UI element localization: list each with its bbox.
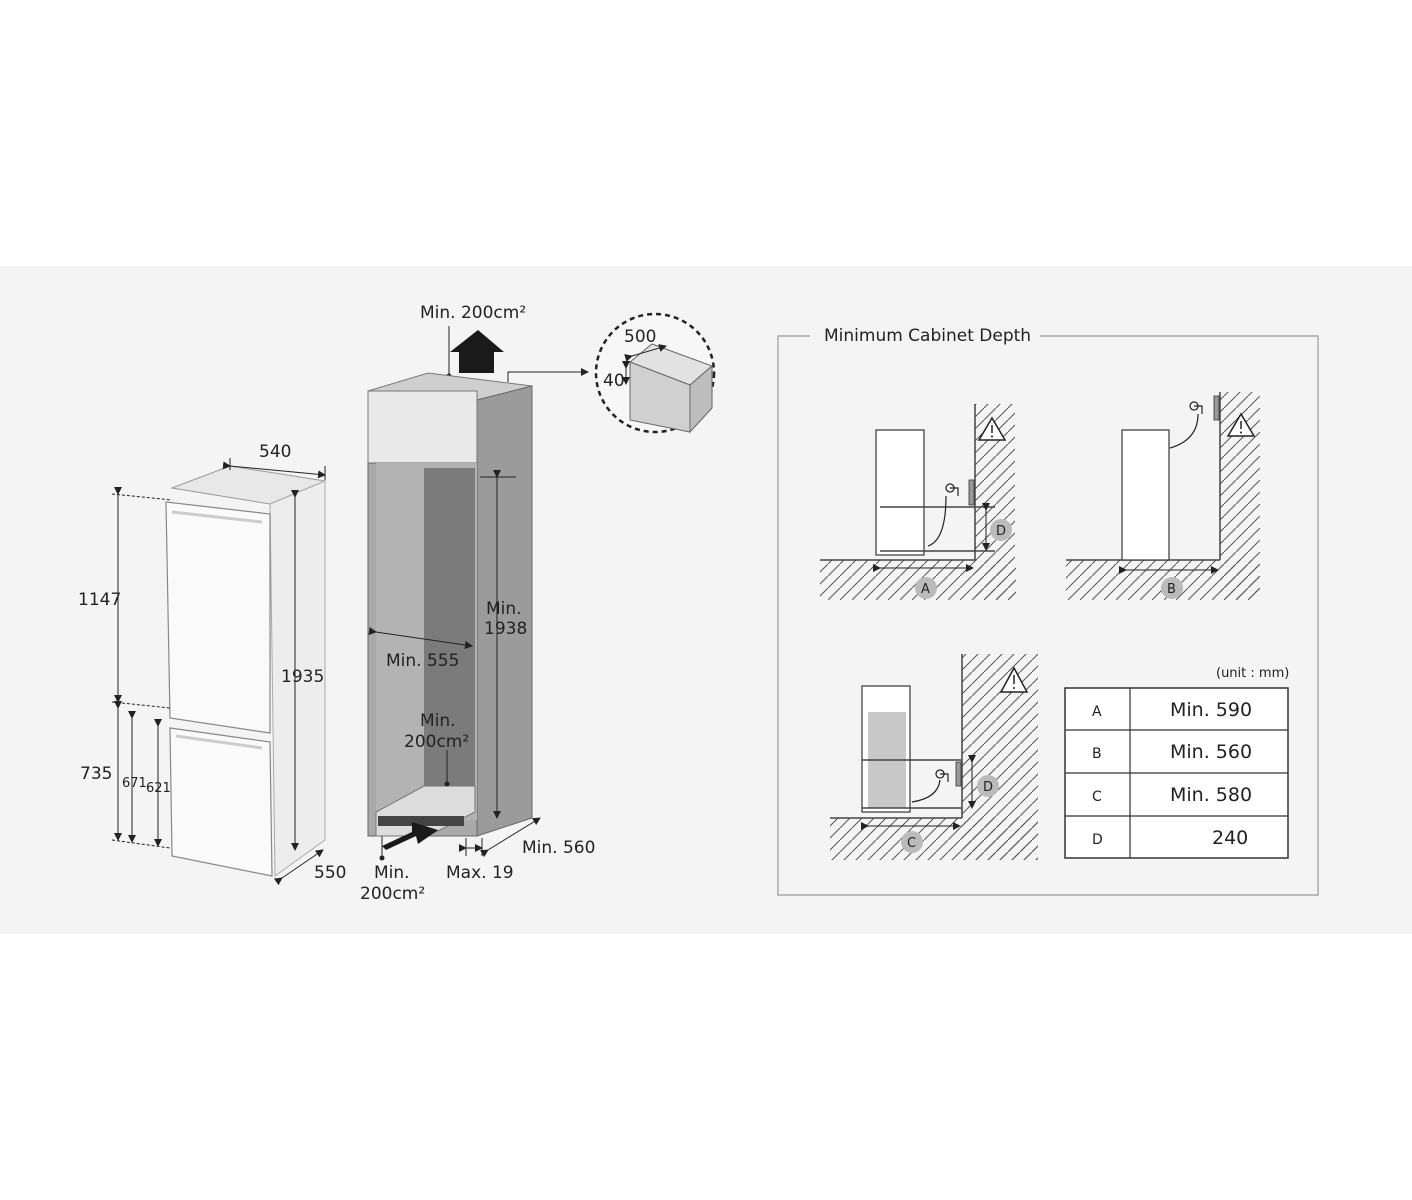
fridge-depth-label: 550: [314, 863, 346, 883]
table-value-b: Min. 560: [1170, 741, 1252, 763]
table-value-d: 240: [1212, 827, 1248, 849]
letter-a-scene: A: [921, 582, 930, 597]
table-key-c: C: [1092, 789, 1102, 805]
panel-title: Minimum Cabinet Depth: [824, 326, 1031, 346]
vent-intake-arrow: [382, 822, 438, 850]
vent-up-arrow: [450, 330, 504, 373]
table-key-a: A: [1092, 704, 1102, 720]
cabinet-back-wall: [424, 468, 475, 786]
detail-500-label: 500: [624, 327, 656, 347]
vent-bottom-label-1: Min.: [374, 863, 410, 883]
upper-height-label: 1147: [78, 590, 121, 610]
scenario-b: B: [1066, 392, 1260, 600]
minimum-depth-panel: Minimum Cabinet Depth A D: [777, 326, 1319, 896]
letter-b-scene: B: [1167, 582, 1176, 597]
fridge-illustration: 540 1935 550 1147 735 671 621: [78, 442, 346, 886]
depth-table: (unit : mm) A Min. 590 B Min. 560 C Min.…: [1064, 666, 1289, 859]
cabinet-illustration: Min. 200cm² Min. 555 Min. 1938 Min. 200c…: [360, 303, 716, 904]
cabinet-width-label: Min. 555: [386, 651, 459, 671]
letter-c-scene: C: [907, 836, 916, 851]
table-value-a: Min. 590: [1170, 699, 1252, 721]
dim-671-label: 671: [122, 776, 147, 791]
top-gap-detail: 500 40: [594, 312, 716, 434]
table-key-d: D: [1092, 832, 1103, 848]
letter-d-scene-a: D: [996, 524, 1006, 539]
vent-mid-label-1: Min.: [420, 711, 456, 731]
detail-40-label: 40: [603, 371, 625, 391]
lower-height-label: 735: [80, 764, 112, 784]
cabinet-height-label: 1938: [484, 619, 527, 639]
cabinet-height-min-label: Min.: [486, 599, 522, 619]
unit-label: (unit : mm): [1216, 666, 1289, 681]
vent-top-label: Min. 200cm²: [420, 303, 526, 323]
fridge-width-label: 540: [259, 442, 291, 462]
max-19-label: Max. 19: [446, 863, 514, 883]
dim-621-label: 621: [146, 781, 171, 796]
fridge-upper-door: [165, 501, 271, 734]
table-value-c: Min. 580: [1170, 784, 1252, 806]
scenario-a: A D: [820, 404, 1016, 600]
vent-mid-label-2: 200cm²: [404, 732, 469, 752]
table-key-b: B: [1092, 746, 1102, 762]
scenario-c: C D: [830, 654, 1038, 860]
vent-bottom-label-2: 200cm²: [360, 884, 425, 904]
fridge-lower-door: [169, 727, 273, 877]
fridge-height-label: 1935: [281, 667, 324, 687]
letter-d-scene-c: D: [983, 780, 993, 795]
cabinet-top-box: [367, 390, 478, 464]
bottom-vent: [378, 816, 464, 826]
min-560-label: Min. 560: [522, 838, 595, 858]
